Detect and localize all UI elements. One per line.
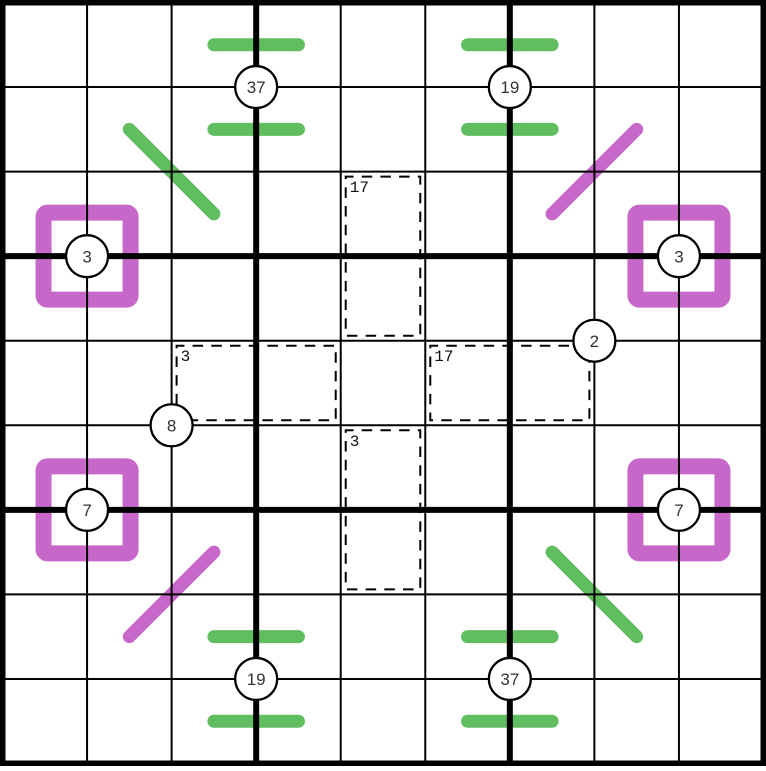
svg-text:3: 3	[674, 247, 683, 266]
svg-text:8: 8	[167, 416, 176, 435]
svg-text:3: 3	[82, 247, 91, 266]
svg-text:7: 7	[674, 501, 683, 520]
svg-text:19: 19	[500, 78, 519, 97]
svg-text:7: 7	[82, 501, 91, 520]
svg-text:2: 2	[590, 332, 599, 351]
svg-text:3: 3	[181, 348, 191, 366]
svg-text:19: 19	[247, 670, 266, 689]
svg-text:37: 37	[500, 670, 519, 689]
svg-text:37: 37	[247, 78, 266, 97]
svg-text:3: 3	[350, 433, 360, 451]
svg-text:17: 17	[434, 348, 453, 366]
svg-text:17: 17	[350, 179, 369, 197]
